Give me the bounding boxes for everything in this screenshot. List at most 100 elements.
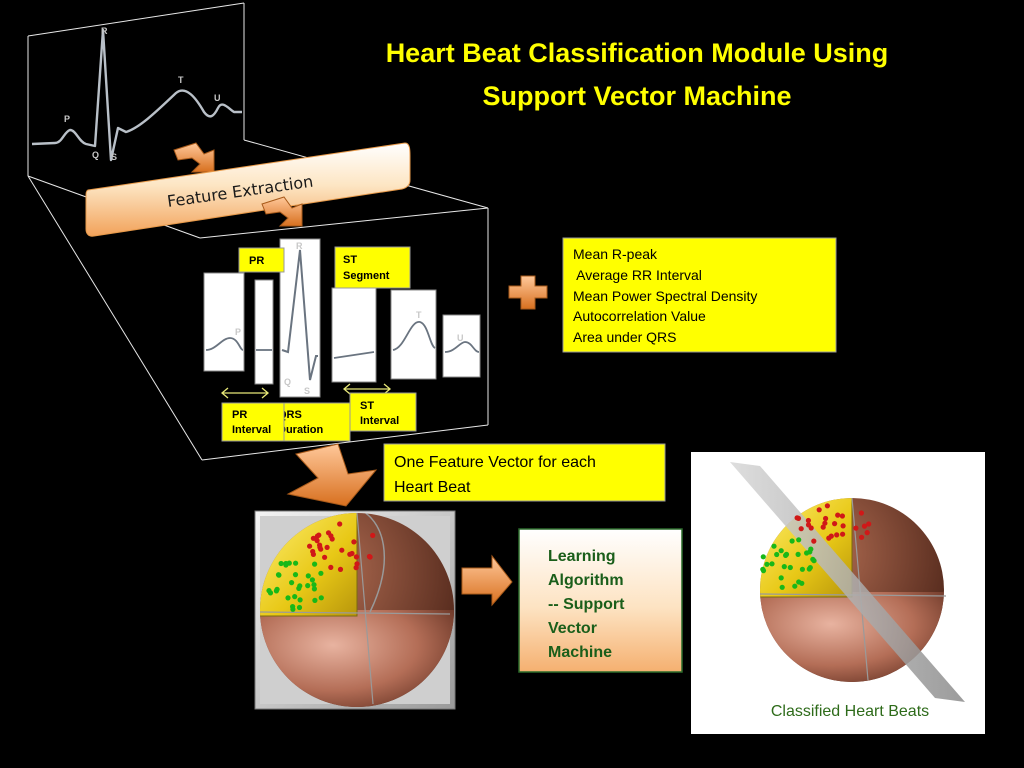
class-a-point bbox=[353, 554, 359, 560]
panel-label-r: R bbox=[296, 241, 303, 251]
class-b-point bbox=[799, 566, 806, 572]
class-b-point bbox=[311, 586, 317, 592]
class-a-point bbox=[322, 554, 328, 560]
class-a-point bbox=[325, 530, 332, 536]
feature-space-input bbox=[254, 510, 456, 710]
class-a-point bbox=[317, 544, 323, 550]
class-b-point bbox=[778, 548, 784, 554]
interval-arrows bbox=[220, 383, 392, 399]
page-title: Heart Beat Classification Module Using S… bbox=[386, 38, 889, 111]
label-pr: PR bbox=[238, 247, 285, 273]
label-st-interval-line2: Interval bbox=[360, 415, 399, 427]
class-b-point bbox=[318, 570, 324, 576]
class-a-point bbox=[324, 544, 330, 551]
learning-line: -- Support bbox=[548, 596, 625, 613]
class-b-point bbox=[296, 604, 303, 611]
class-b-point bbox=[278, 560, 284, 567]
ecg-waveform-top: R P Q S T U bbox=[31, 26, 242, 162]
learning-line: Vector bbox=[548, 620, 597, 637]
class-b-point bbox=[285, 595, 291, 601]
ecg-label-s: S bbox=[111, 152, 117, 162]
panel-label-q: Q bbox=[284, 377, 291, 387]
class-a-point bbox=[853, 525, 859, 531]
learning-line: Learning bbox=[548, 548, 616, 565]
ecg-label-p: P bbox=[64, 114, 70, 124]
ecg-label-u: U bbox=[214, 93, 221, 103]
feature-item: Area under QRS bbox=[573, 329, 677, 345]
label-st-segment: ST Segment bbox=[334, 246, 411, 289]
class-b-point bbox=[318, 595, 324, 601]
class-a-point bbox=[351, 539, 357, 545]
class-b-point bbox=[297, 597, 303, 603]
class-a-point bbox=[798, 526, 804, 532]
class-b-point bbox=[292, 572, 299, 578]
learning-algorithm-box: Learning Algorithm -- Support Vector Mac… bbox=[518, 528, 683, 673]
label-pr-interval-line2: Interval bbox=[232, 424, 271, 436]
class-a-point bbox=[310, 551, 316, 558]
label-st-interval-line1: ST bbox=[360, 400, 374, 412]
ecg-label-t: T bbox=[178, 75, 184, 85]
arrow-to-feature-extraction bbox=[173, 142, 215, 173]
panel-label-t: T bbox=[416, 310, 422, 320]
class-a-point bbox=[808, 525, 814, 531]
arrow-to-segments bbox=[261, 196, 303, 227]
class-b-point bbox=[771, 543, 777, 549]
class-b-point bbox=[297, 583, 303, 589]
class-a-point bbox=[866, 521, 872, 527]
panel-label-u: U bbox=[457, 333, 464, 343]
panel-label-s: S bbox=[304, 386, 310, 396]
panel-p-wave bbox=[203, 272, 245, 372]
class-b-point bbox=[290, 606, 296, 612]
class-b-point bbox=[275, 572, 282, 578]
class-b-point bbox=[783, 551, 790, 558]
class-b-point bbox=[774, 551, 780, 558]
panel-label-p: P bbox=[235, 327, 241, 337]
class-a-point bbox=[824, 503, 831, 509]
feature-extraction-band: Feature Extraction bbox=[85, 142, 411, 237]
class-a-point bbox=[864, 530, 870, 536]
class-a-point bbox=[354, 561, 360, 567]
class-b-point bbox=[796, 537, 802, 543]
feature-vector-line2: Heart Beat bbox=[394, 479, 471, 496]
label-st-segment-line1: ST bbox=[343, 254, 357, 266]
class-a-point bbox=[816, 507, 822, 513]
class-b-point bbox=[807, 549, 813, 555]
label-st-interval: ST Interval bbox=[349, 392, 417, 432]
ecg-label-r: R bbox=[101, 26, 108, 36]
class-a-point bbox=[820, 524, 826, 530]
class-b-point bbox=[305, 573, 311, 579]
label-st-segment-line2: Segment bbox=[343, 270, 390, 282]
class-a-point bbox=[367, 554, 373, 560]
segmented-beat-panels: P R Q S T U bbox=[203, 238, 481, 398]
class-b-point bbox=[312, 597, 318, 604]
class-a-point bbox=[859, 534, 865, 540]
class-a-point bbox=[832, 521, 838, 527]
class-a-point bbox=[347, 551, 353, 557]
class-b-point bbox=[293, 560, 299, 566]
class-a-point bbox=[316, 532, 322, 538]
class-a-point bbox=[370, 532, 376, 539]
learning-line: Machine bbox=[548, 644, 612, 661]
class-a-point bbox=[828, 533, 834, 539]
feature-vector-box: One Feature Vector for each Heart Beat bbox=[383, 443, 666, 502]
feature-item: Average RR Interval bbox=[573, 267, 702, 283]
features-list-box: Mean R-peak Average RR Interval Mean Pow… bbox=[562, 237, 837, 353]
class-a-point bbox=[839, 513, 846, 519]
class-a-point bbox=[840, 523, 846, 529]
class-b-point bbox=[305, 583, 311, 589]
class-b-point bbox=[266, 588, 272, 594]
class-b-point bbox=[799, 580, 805, 586]
class-b-point bbox=[286, 560, 292, 566]
separating-hyperplane bbox=[730, 462, 965, 702]
feature-item: Mean R-peak bbox=[573, 246, 658, 262]
class-b-point bbox=[312, 561, 318, 567]
class-b-point bbox=[760, 554, 766, 560]
feature-vector-line1: One Feature Vector for each bbox=[394, 454, 596, 471]
class-a-point bbox=[835, 512, 841, 518]
label-pr-interval: PR Interval bbox=[221, 402, 285, 442]
class-a-point bbox=[314, 538, 320, 544]
arrow-to-feature-space bbox=[286, 443, 378, 507]
class-b-point bbox=[289, 580, 295, 586]
panel-pr-segment bbox=[254, 279, 274, 385]
class-b-point bbox=[764, 561, 770, 567]
